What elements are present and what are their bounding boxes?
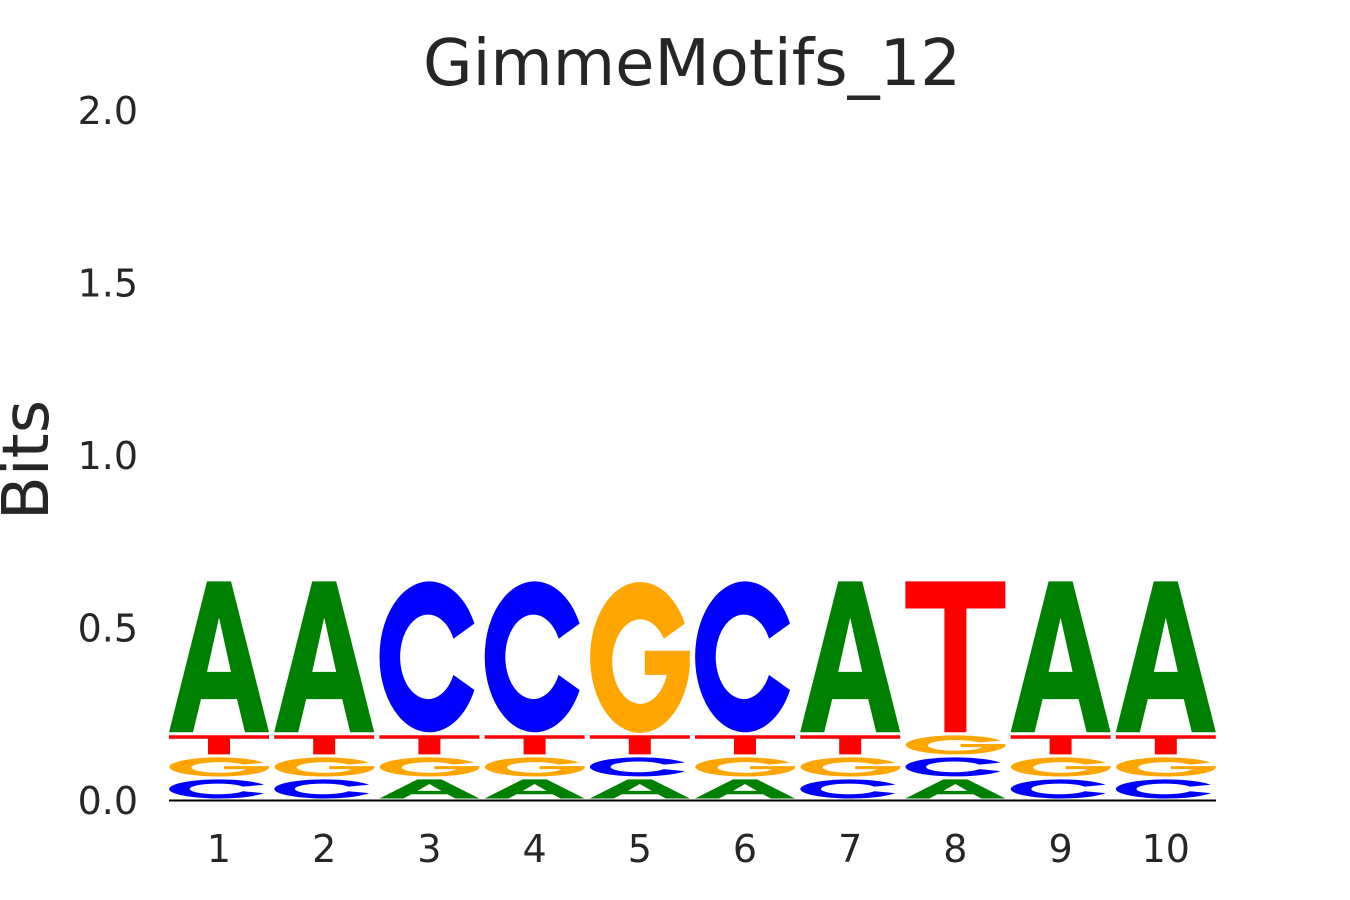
logo-letter-A	[1010, 581, 1111, 733]
logo-letter-T	[379, 735, 480, 755]
logo-letter-C	[379, 581, 475, 733]
logo-letter-C	[1010, 779, 1106, 799]
logo-letter-C	[1115, 779, 1211, 799]
x-tick-label: 3	[417, 827, 441, 871]
logo-letter-C	[905, 757, 1001, 777]
logo-letters	[169, 581, 1216, 799]
logo-letter-G	[1010, 757, 1111, 777]
y-tick-label: 1.5	[78, 262, 138, 306]
y-tick-label: 1.0	[78, 434, 138, 478]
x-tick-label: 8	[943, 827, 967, 871]
logo-letter-G	[800, 757, 901, 777]
logo-letter-C	[589, 757, 685, 777]
logo-letter-C	[800, 779, 896, 799]
logo-letter-A	[905, 779, 1006, 799]
logo-letter-G	[1116, 757, 1216, 777]
y-ticks: 0.0 0.5 1.0 1.5 2.0	[78, 89, 138, 823]
logo-letter-T	[695, 735, 795, 755]
logo-column-7	[800, 581, 901, 799]
logo-letter-G	[695, 757, 795, 777]
logo-letter-T	[800, 735, 901, 755]
logo-column-10	[1115, 581, 1216, 799]
logo-column-2	[274, 581, 375, 799]
x-tick-label: 4	[523, 827, 547, 871]
logo-column-9	[1010, 581, 1111, 799]
logo-column-3	[379, 581, 480, 799]
logo-letter-T	[905, 581, 1006, 733]
logo-letter-T	[589, 735, 690, 755]
logo-column-6	[695, 581, 795, 799]
logo-column-1	[169, 581, 269, 799]
logo-letter-C	[274, 779, 370, 799]
logo-letter-A	[484, 779, 585, 799]
logo-letter-A	[169, 581, 269, 733]
x-tick-label: 9	[1049, 827, 1073, 871]
logo-letter-C	[695, 581, 790, 733]
logo-letter-T	[484, 735, 585, 755]
logo-letter-T	[1010, 735, 1111, 755]
logo-letter-T	[1115, 735, 1216, 755]
x-ticks: 1 2 3 4 5 6 7 8 9 10	[207, 827, 1190, 871]
logo-letter-A	[1115, 581, 1216, 733]
logo-letter-A	[274, 581, 375, 733]
x-tick-label: 5	[628, 827, 652, 871]
logo-column-5	[589, 582, 690, 799]
chart-title: GimmeMotifs_12	[423, 27, 961, 101]
y-tick-label: 0.0	[78, 779, 138, 823]
logo-letter-G	[590, 582, 690, 733]
logo-letter-A	[800, 581, 901, 733]
x-tick-label: 6	[733, 827, 757, 871]
logo-letter-G	[169, 757, 269, 777]
logo-letter-A	[379, 779, 480, 799]
x-tick-label: 10	[1142, 827, 1190, 871]
logo-letter-G	[379, 757, 480, 777]
logo-letter-A	[589, 779, 690, 799]
logo-letter-T	[274, 735, 375, 755]
logo-column-8	[905, 581, 1006, 799]
y-tick-label: 2.0	[78, 89, 138, 133]
logo-letter-T	[169, 735, 269, 755]
logo-letter-C	[169, 779, 264, 799]
logo-letter-C	[484, 581, 580, 733]
y-axis-label: Bits	[0, 400, 64, 520]
logo-letter-G	[484, 757, 585, 777]
x-tick-label: 1	[207, 827, 231, 871]
logo-column-4	[484, 581, 585, 799]
x-tick-label: 2	[312, 827, 336, 871]
logo-letter-G	[274, 757, 375, 777]
logo-letter-G	[905, 735, 1006, 755]
x-tick-label: 7	[838, 827, 862, 871]
logo-letter-A	[695, 779, 795, 799]
y-tick-label: 0.5	[78, 607, 138, 651]
